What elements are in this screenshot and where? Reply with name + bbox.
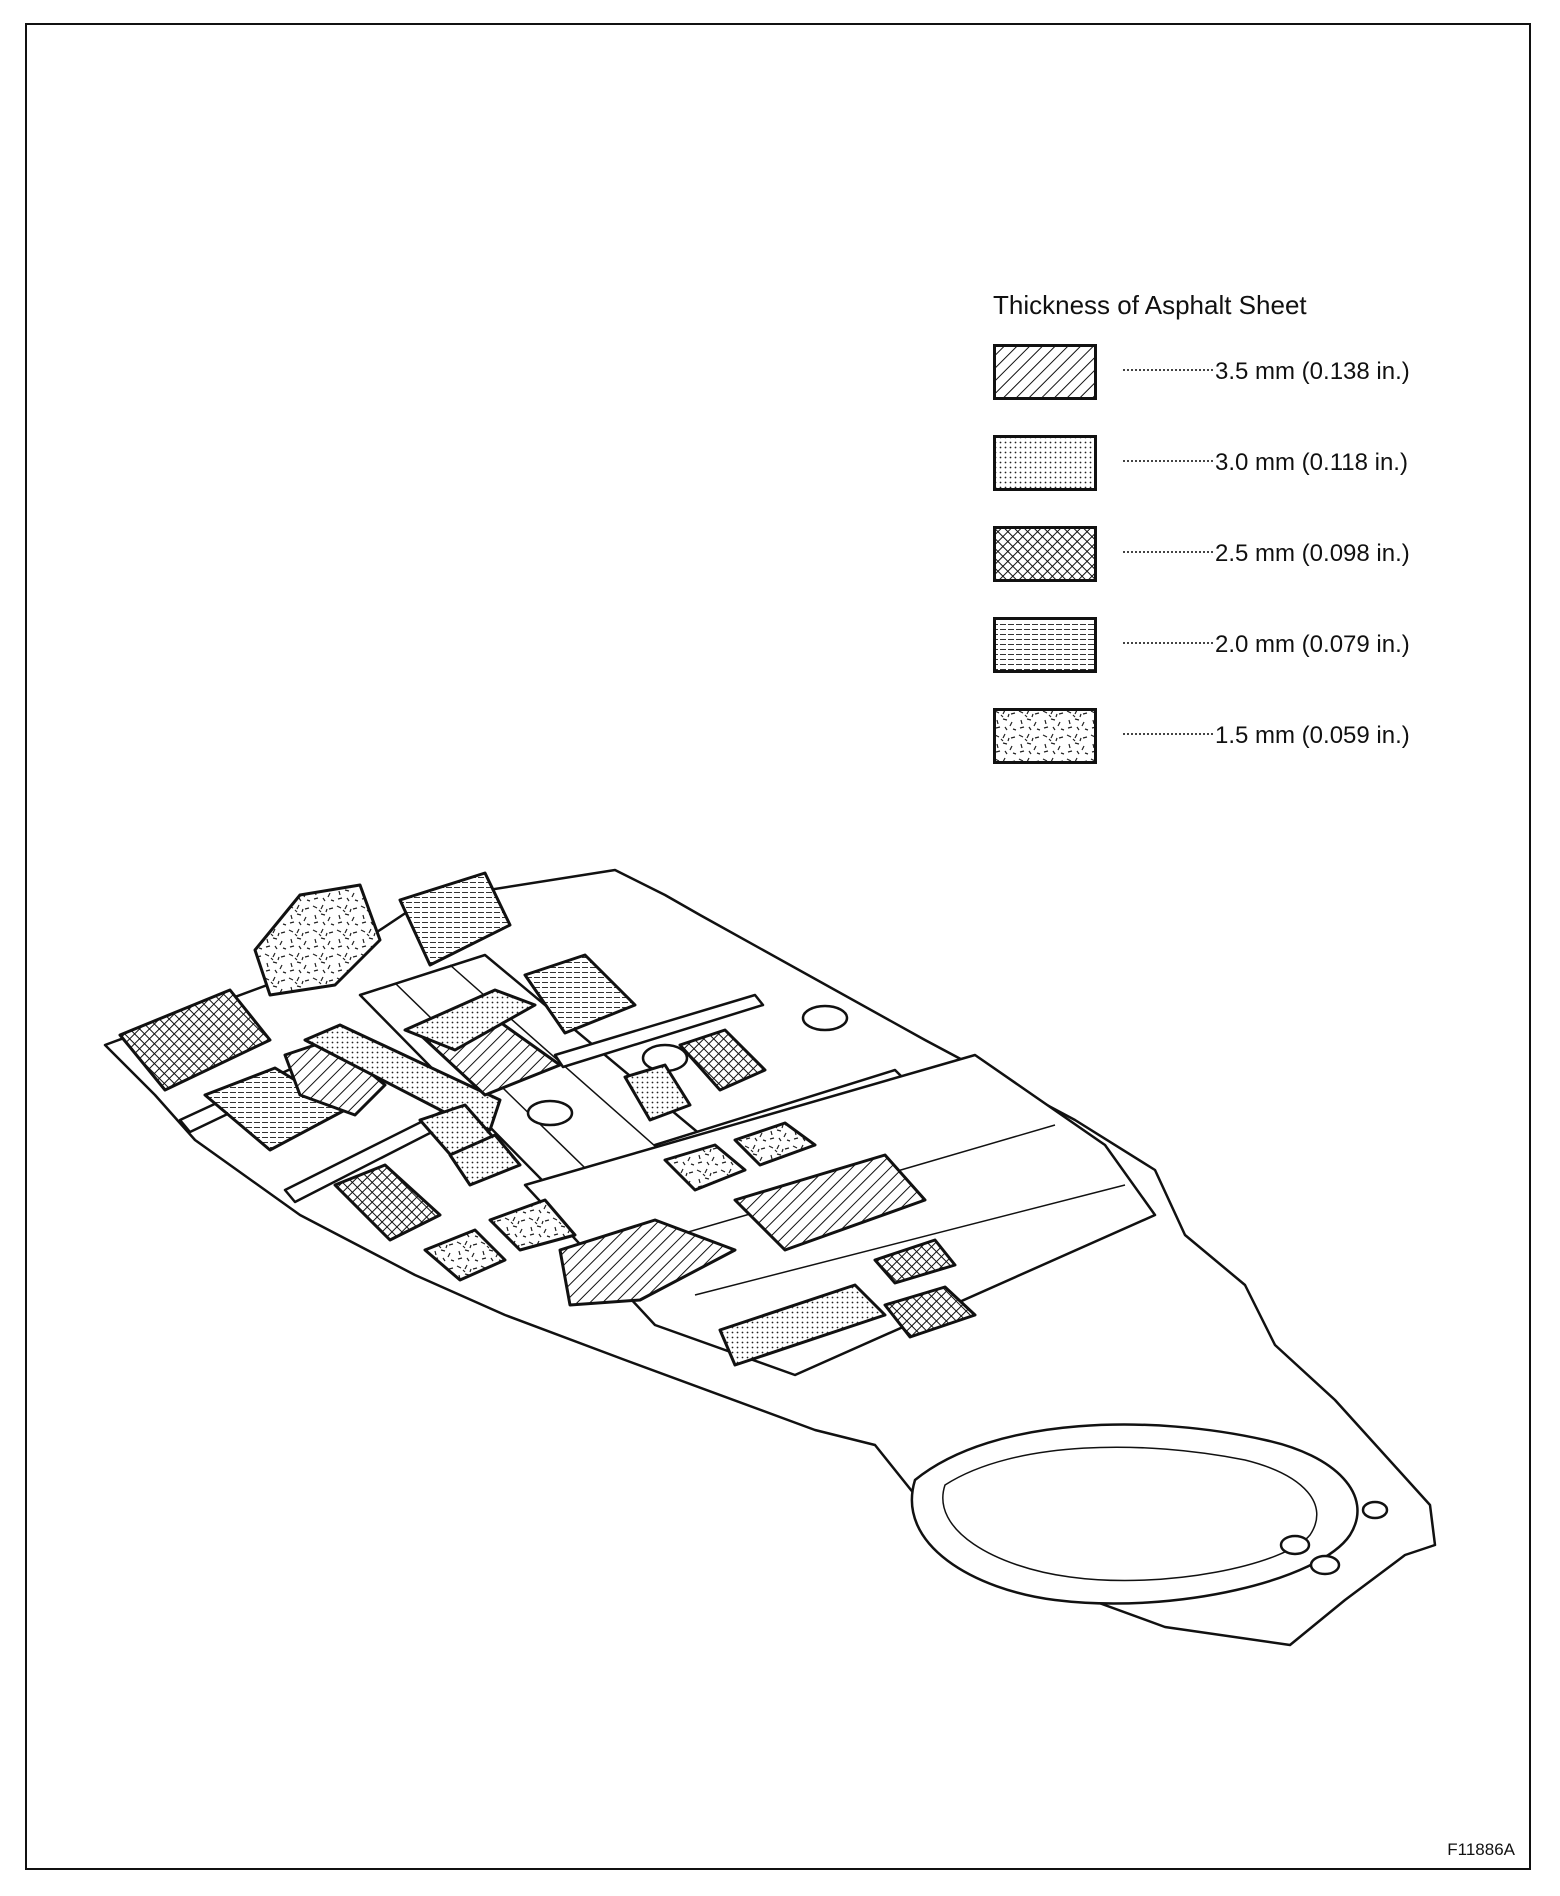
floor-pan-diagram (103, 868, 1437, 1647)
asphalt-sheet-random (423, 1228, 507, 1282)
cross-member-mid-right (553, 993, 765, 1069)
legend-label: 3.0 mm (0.118 in.) (1215, 449, 1408, 476)
legend-item: 2.5 mm (0.098 in.) (993, 526, 1473, 582)
leader-dots (1123, 369, 1213, 371)
figure-id: F11886A (1447, 1840, 1515, 1859)
legend-label: 2.5 mm (0.098 in.) (1215, 540, 1410, 567)
asphalt-sheet-cross (873, 1238, 957, 1285)
random-dashes-swatch (993, 708, 1097, 764)
legend-item: 3.5 mm (0.138 in.) (993, 344, 1473, 400)
asphalt-sheet-random (733, 1121, 817, 1167)
legend-label: 1.5 mm (0.059 in.) (1215, 722, 1410, 749)
leader-dots (1123, 551, 1213, 553)
asphalt-sheet-random (488, 1198, 577, 1252)
diagram-frame (25, 23, 1531, 1870)
horizontal-lines-swatch (993, 617, 1097, 673)
asphalt-sheet-cross (883, 1285, 977, 1339)
asphalt-sheet-horizontal (523, 953, 637, 1035)
fine-dots-swatch (993, 435, 1097, 491)
legend-label: 2.0 mm (0.079 in.) (1215, 631, 1410, 658)
leader-dots (1123, 733, 1213, 735)
asphalt-sheet-dots (448, 1133, 522, 1187)
cross-hatch-swatch (993, 526, 1097, 582)
diagonal-hatch-swatch (993, 344, 1097, 400)
legend-item: 2.0 mm (0.079 in.) (993, 617, 1473, 673)
asphalt-sheet-diagonal (733, 1153, 927, 1252)
asphalt-sheet-diagonal (118, 988, 272, 1092)
asphalt-sheet-horizontal (398, 871, 512, 967)
asphalt-sheet-random (253, 883, 382, 997)
leader-dots (1123, 460, 1213, 462)
thickness-legend: Thickness of Asphalt Sheet (993, 290, 1473, 799)
legend-title: Thickness of Asphalt Sheet (993, 290, 1307, 320)
legend-label: 3.5 mm (0.138 in.) (1215, 358, 1410, 385)
asphalt-sheet-cross (678, 1028, 767, 1092)
asphalt-sheet-diagonal (558, 1218, 737, 1307)
asphalt-sheet-dots (623, 1063, 692, 1122)
asphalt-sheet-dots (303, 1023, 502, 1132)
asphalt-sheet-cross (333, 1163, 442, 1242)
legend-item: 3.0 mm (0.118 in.) (993, 435, 1473, 491)
leader-dots (1123, 642, 1213, 644)
asphalt-sheet-dots (403, 988, 537, 1052)
legend-item: 1.5 mm (0.059 in.) (993, 708, 1473, 764)
asphalt-sheet-dots (718, 1283, 887, 1367)
asphalt-sheet-random (663, 1143, 747, 1192)
